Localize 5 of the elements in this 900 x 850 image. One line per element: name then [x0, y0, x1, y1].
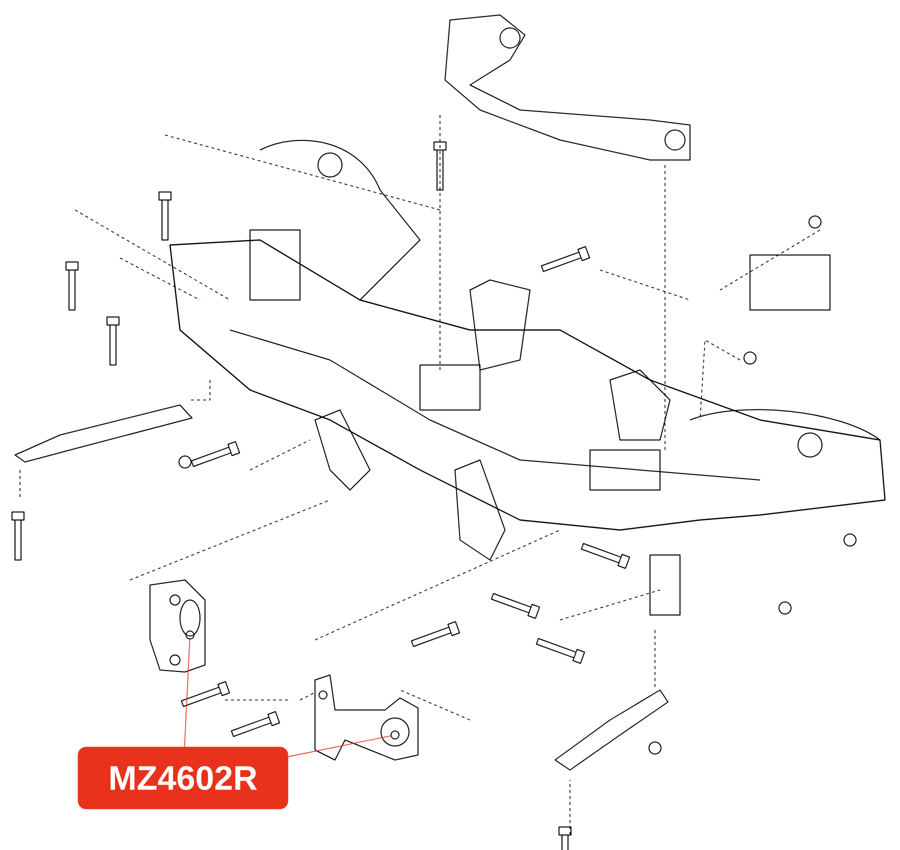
bushing-drawing — [150, 580, 206, 672]
leader-line — [184, 639, 190, 748]
bushing-drawing — [314, 674, 418, 760]
leader-line — [288, 736, 391, 758]
part-number-label: MZ4602R — [78, 746, 288, 810]
